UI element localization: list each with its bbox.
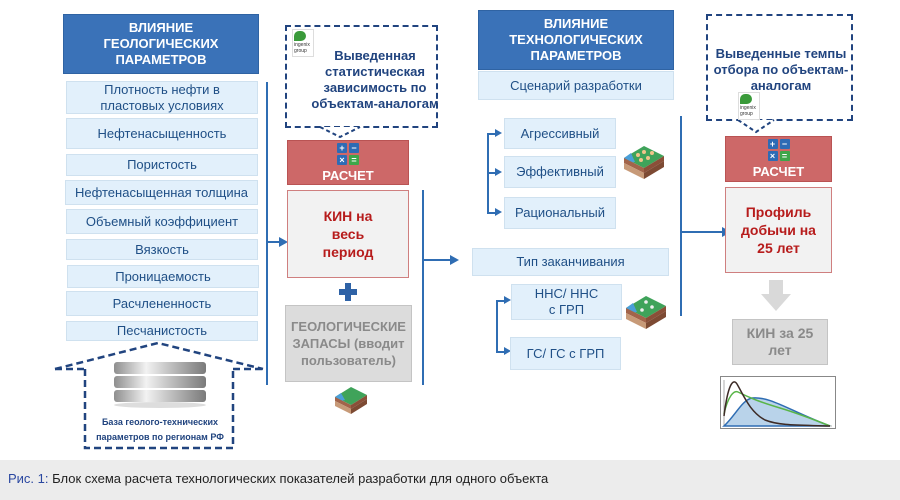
completion-bracket-line xyxy=(496,300,498,352)
oilfield-wells-icon xyxy=(624,146,664,179)
tech-header: ВЛИЯНИЕ ТЕХНОЛОГИЧЕСКИХ ПАРАМЕТРОВ xyxy=(478,10,674,70)
geo-header: ВЛИЯНИЕ ГЕОЛОГИЧЕСКИХ ПАРАМЕТРОВ xyxy=(63,14,259,74)
geo-param: Проницаемость xyxy=(67,265,259,288)
caption-text: Блок схема расчета технологических показ… xyxy=(48,471,549,486)
database-house-outline xyxy=(54,341,264,450)
kin-25-years: КИН за 25 лет xyxy=(732,319,828,365)
ingenix-logo: ingenix group xyxy=(292,29,314,57)
calculator-icon: +− ×= xyxy=(767,139,790,161)
geo-param: Плотность нефти в пластовых условиях xyxy=(66,81,258,114)
note-extraction-rates-text: Выведенные темпы отбора по объектам-анал… xyxy=(713,46,849,93)
scenario-option: Рациональный xyxy=(504,197,616,229)
geo-param: Расчлененность xyxy=(66,291,258,316)
caption-label: Рис. 1: xyxy=(8,471,49,486)
scenario-option: Агрессивный xyxy=(504,118,616,149)
wells-layer-icon xyxy=(626,296,666,329)
arrow-right-icon xyxy=(279,237,288,247)
note-pointer xyxy=(737,119,775,134)
calc1-connector-line xyxy=(422,190,424,385)
scenario-label: Сценарий разработки xyxy=(478,71,674,100)
geo-param: Объемный коэффициент xyxy=(66,209,258,234)
production-profile-thumbnail xyxy=(720,376,836,429)
database-label: База геолого-технических параметров по р… xyxy=(96,417,224,442)
result-kin-full-period: КИН на весь период xyxy=(287,190,409,278)
geo-param: Песчанистость xyxy=(66,321,258,341)
geo-connector-line xyxy=(266,82,268,385)
geo-connector-branch xyxy=(266,241,281,243)
scenario-branch xyxy=(487,212,497,214)
completion-type-label: Тип заканчивания xyxy=(472,248,669,276)
geo-param: Нефтенасыщенность xyxy=(66,118,258,149)
calc-label: РАСЧЕТ xyxy=(322,167,374,183)
geo-param: Нефтенасыщенная толщина xyxy=(65,180,258,205)
geology-layer-icon xyxy=(335,387,367,414)
note-stat-dependency-text: Выведенная статистическая зависимость по… xyxy=(311,48,439,111)
arrow-right-icon xyxy=(504,296,511,304)
arrow-right-icon xyxy=(450,255,459,265)
figure-caption: Рис. 1: Блок схема расчета технологическ… xyxy=(0,460,900,500)
arrow-right-icon xyxy=(504,347,511,355)
ingenix-logo: ingenix group xyxy=(738,92,760,120)
arrow-right-icon xyxy=(495,129,502,137)
calc-block-2: +− ×= РАСЧЕТ xyxy=(725,136,832,182)
arrow-down-icon xyxy=(761,280,791,311)
completion-option: ГС/ ГС с ГРП xyxy=(510,337,621,370)
completion-option: ННС/ ННС с ГРП xyxy=(511,284,622,320)
database-icon xyxy=(114,362,206,408)
calc-block-1: +− ×= РАСЧЕТ xyxy=(287,140,409,185)
note-extraction-rates xyxy=(706,14,853,121)
scenario-branch xyxy=(487,133,497,135)
arrow-right-icon xyxy=(495,168,502,176)
scenario-branch xyxy=(487,172,497,174)
geo-param: Пористость xyxy=(66,154,258,176)
note-pointer xyxy=(319,126,361,139)
completion-branch xyxy=(496,351,506,353)
calc-label: РАСЧЕТ xyxy=(752,164,805,179)
tech-connector-branch xyxy=(680,231,725,233)
geological-reserves: ГЕОЛОГИЧЕСКИЕ ЗАПАСЫ (вводит пользовател… xyxy=(285,305,412,382)
calc1-connector-branch xyxy=(422,259,452,261)
plus-icon xyxy=(339,283,357,301)
calculator-icon: +− ×= xyxy=(337,142,359,165)
completion-branch xyxy=(496,300,506,302)
result-production-profile: Профиль добычи на 25 лет xyxy=(725,187,832,273)
scenario-option: Эффективный xyxy=(504,156,616,188)
tech-connector-line xyxy=(680,116,682,316)
arrow-right-icon xyxy=(495,208,502,216)
geo-param: Вязкость xyxy=(66,239,258,260)
